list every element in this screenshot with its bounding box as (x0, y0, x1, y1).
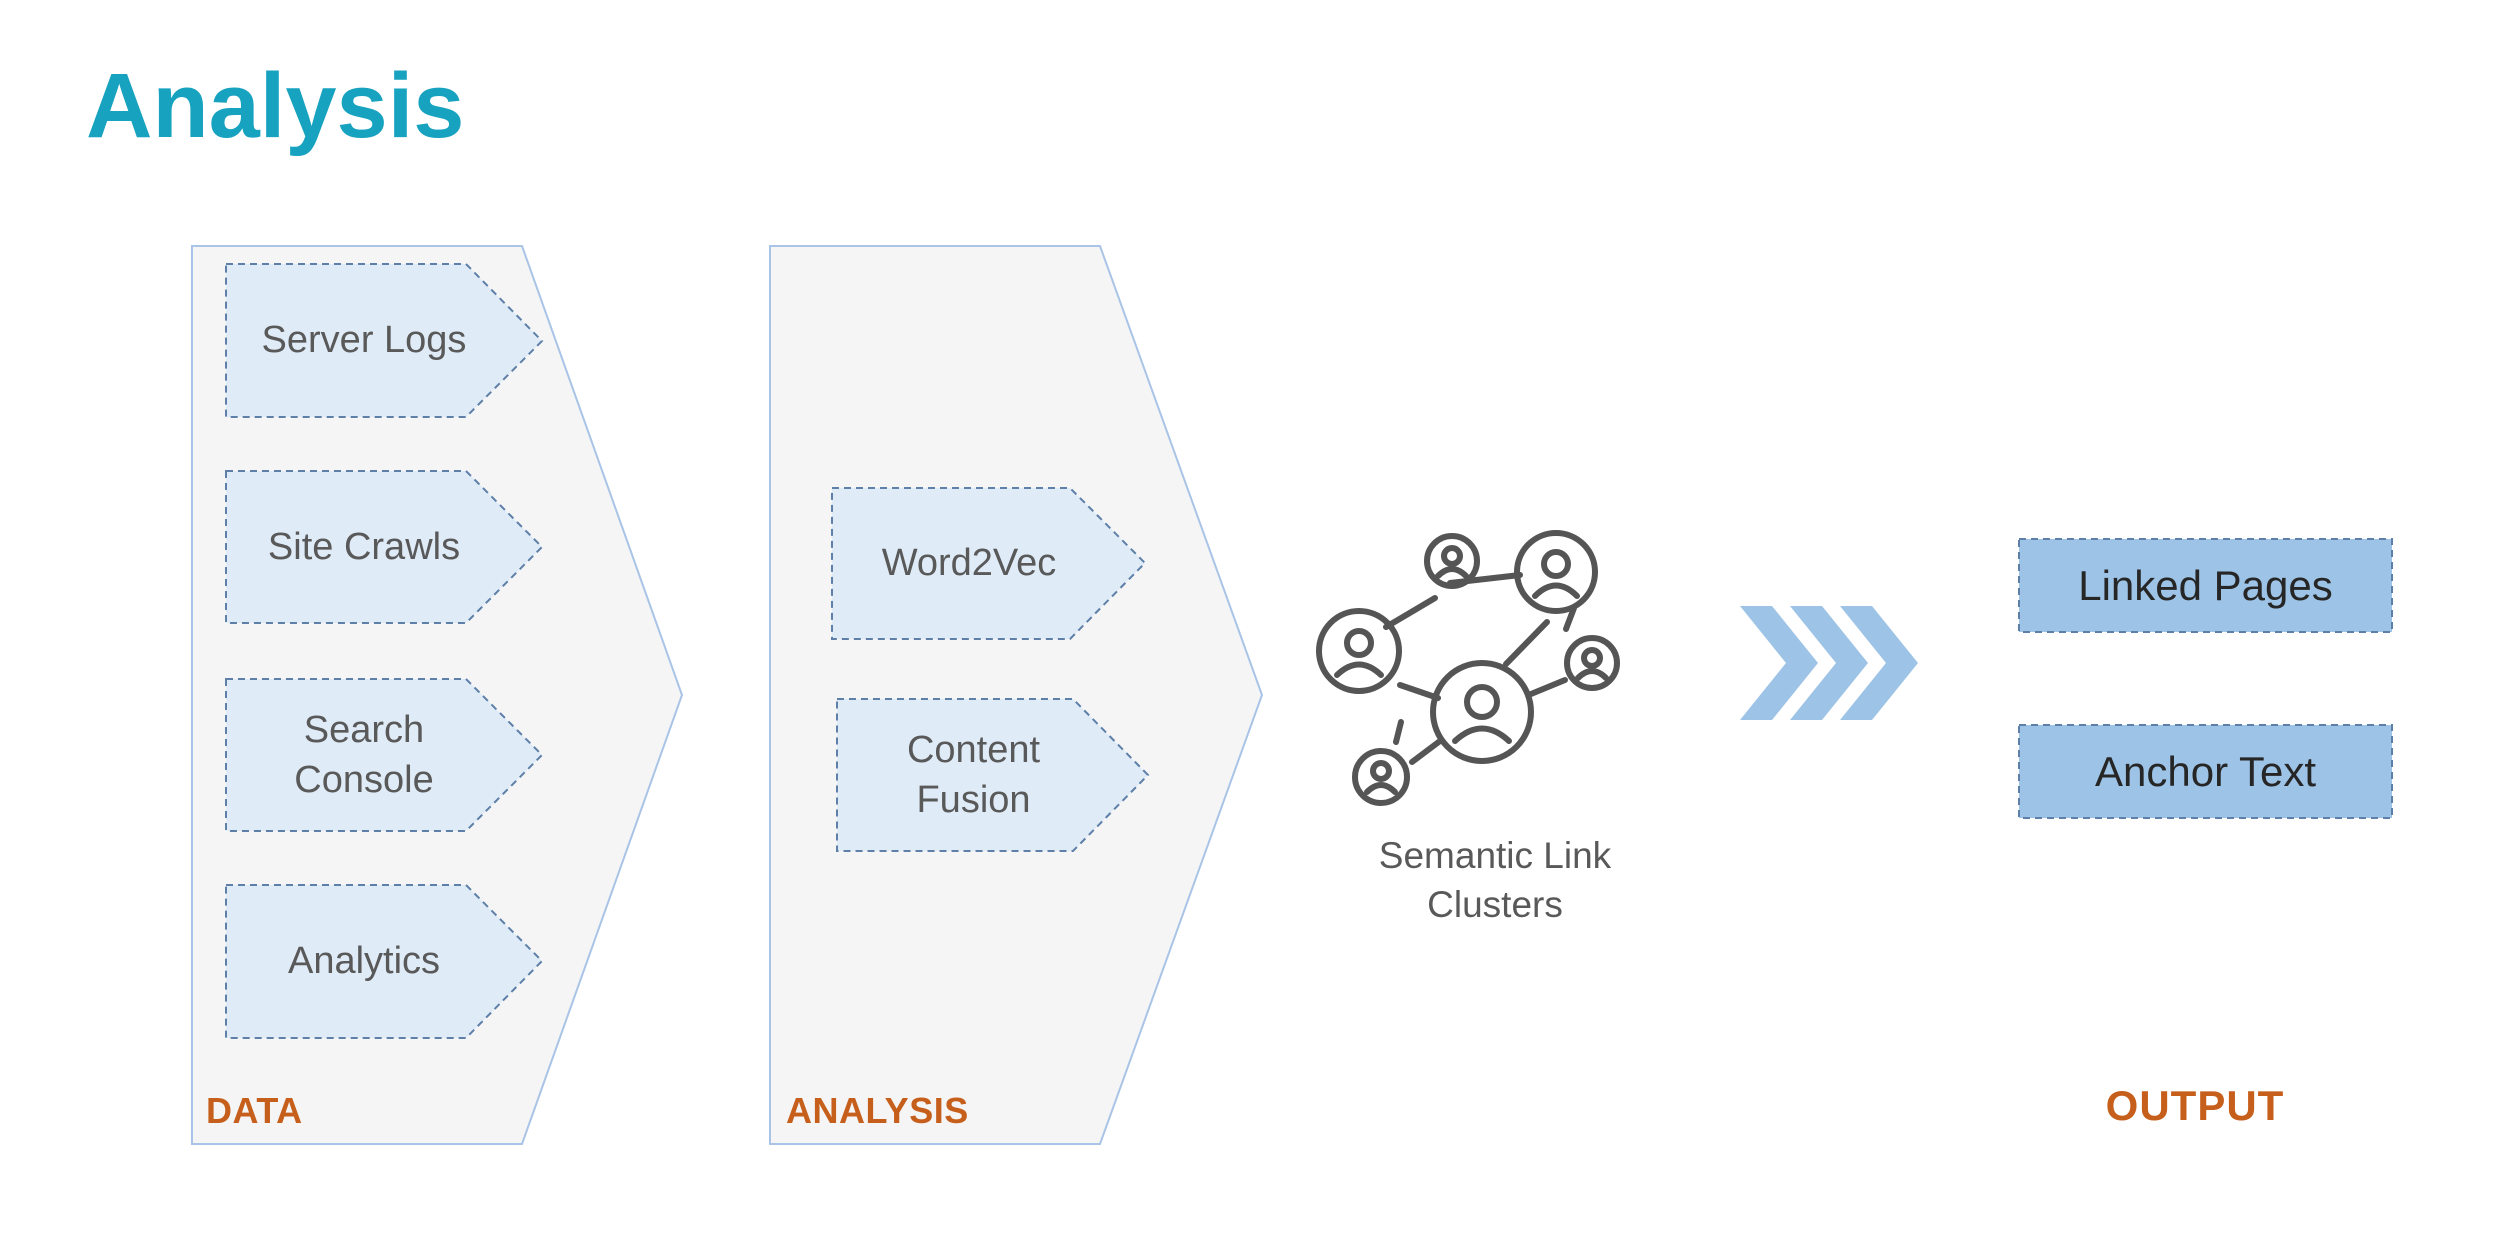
analysis-item-content-fusion: Content Fusion (906, 728, 1041, 821)
data-item-shape-site-crawls (225, 470, 544, 624)
analysis-item-shape-content-fusion (836, 698, 1150, 852)
analysis-item-word2vec: Word2Vec (881, 542, 1057, 585)
output-box-linked-pages (2018, 538, 2393, 633)
data-item-analytics: Analytics (287, 940, 441, 983)
cluster-caption: Semantic Link Clusters (1378, 835, 1612, 925)
section-label-data: DATA (206, 1090, 303, 1132)
triple-chevron-right-icon (1740, 606, 1918, 720)
data-item-server-logs: Server Logs (261, 319, 467, 362)
data-item-shape-search-console (225, 678, 544, 832)
section-label-output: OUTPUT (2105, 1082, 2285, 1130)
output-box-anchor-text (2018, 724, 2393, 819)
data-item-shape-server-logs (225, 263, 544, 418)
analysis-panel (769, 245, 1264, 1145)
section-label-analysis: ANALYSIS (786, 1090, 969, 1132)
data-item-search-console: Search Console (294, 708, 434, 801)
output-anchor-text: Anchor Text (2094, 747, 2316, 795)
page-title: Analysis (86, 55, 465, 157)
network-people-icon (1316, 530, 1620, 806)
data-item-site-crawls: Site Crawls (267, 525, 461, 568)
output-linked-pages: Linked Pages (2078, 561, 2333, 609)
analysis-item-shape-word2vec (831, 487, 1147, 640)
data-item-shape-analytics (225, 884, 544, 1039)
